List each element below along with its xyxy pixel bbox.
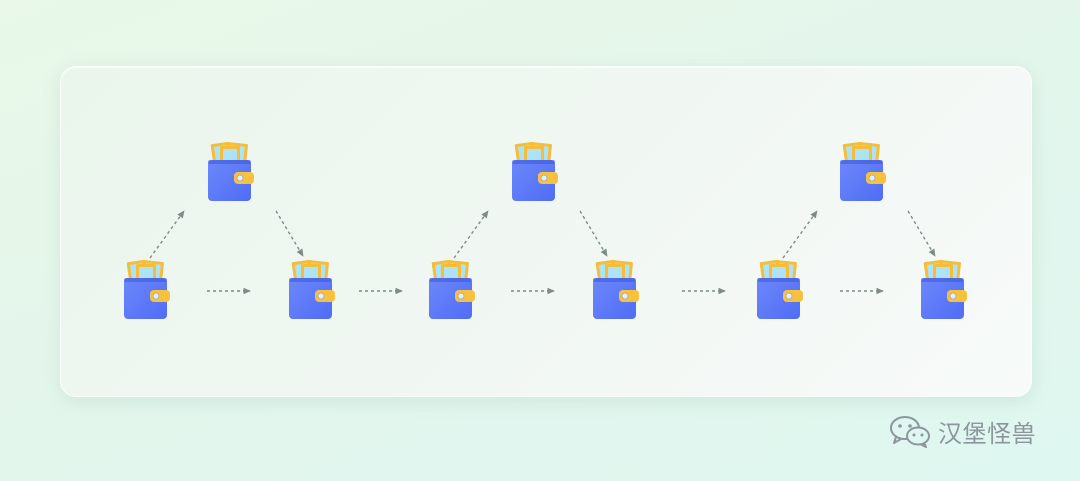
wallet-icon bbox=[288, 258, 338, 322]
wallet-icon bbox=[592, 258, 642, 322]
wallet-icon bbox=[756, 258, 806, 322]
wallet-icon bbox=[123, 258, 173, 322]
watermark-text: 汉堡怪兽 bbox=[938, 419, 1036, 448]
wechat-icon bbox=[890, 416, 930, 448]
arrow-down bbox=[907, 210, 936, 257]
wallet-icon bbox=[207, 140, 257, 204]
arrow-up bbox=[453, 210, 489, 259]
wallet-icon bbox=[839, 140, 889, 204]
arrow-down bbox=[275, 210, 304, 257]
wallet-icon bbox=[511, 140, 561, 204]
arrow-up bbox=[782, 210, 818, 259]
diagram-panel bbox=[60, 66, 1032, 397]
arrow-down bbox=[579, 210, 608, 257]
wallet-icon bbox=[920, 258, 970, 322]
watermark: 汉堡怪兽 bbox=[888, 413, 1036, 449]
arrow-up bbox=[149, 210, 185, 259]
wallet-icon bbox=[428, 258, 478, 322]
